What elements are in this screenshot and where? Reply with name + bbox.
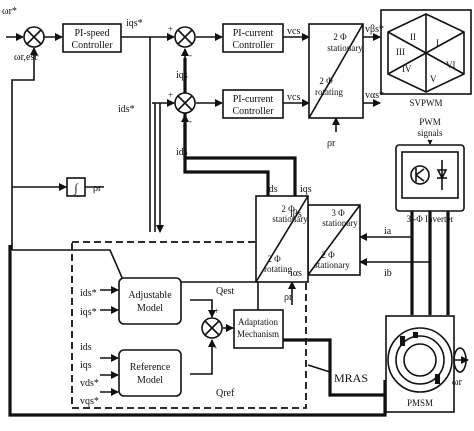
integrator-block: ∫ — [66, 177, 86, 197]
pi-current-controller-d: PI-current Controller — [222, 89, 284, 119]
signal-wires — [6, 33, 469, 417]
svpwm-block: I II III IV V VI SVPWM — [380, 9, 472, 108]
q-est-label: Qest — [216, 286, 235, 297]
mras-boundary — [71, 241, 307, 409]
svg-text:-: - — [189, 50, 192, 60]
svg-text:Mechanism: Mechanism — [237, 329, 279, 339]
svg-text:3 -Φ Inverter: 3 -Φ Inverter — [406, 214, 453, 224]
svg-text:+: + — [168, 90, 173, 100]
i-beta-label: iβs — [290, 209, 302, 220]
rho-r-fb-label: ρr — [284, 292, 293, 303]
reference-model: Reference Model — [118, 349, 182, 397]
mras-ids-ref-label: ids* — [80, 288, 97, 299]
svg-text:Adaptation: Adaptation — [238, 317, 278, 327]
sign-markers: - + - + - + - — [36, 24, 219, 352]
svg-text:stationary: stationary — [314, 260, 350, 270]
vqs-ref-label: vqs* — [80, 396, 99, 407]
svg-text:PI-speed: PI-speed — [75, 28, 110, 39]
svg-text:-: - — [189, 116, 192, 126]
svg-text:2 Φ: 2 Φ — [321, 250, 335, 260]
svg-text:V: V — [430, 74, 437, 84]
ib-label: ib — [384, 268, 392, 279]
svg-text:Adjustable: Adjustable — [128, 290, 172, 301]
three-phase-inverter: 3 -Φ Inverter — [395, 144, 465, 224]
svg-text:SVPWM: SVPWM — [409, 98, 442, 108]
omega-r-label: ωr — [452, 377, 463, 388]
svg-text:rotating: rotating — [315, 87, 343, 97]
svg-text:stationary: stationary — [272, 214, 308, 224]
svg-text:PMSM: PMSM — [407, 398, 433, 408]
svg-text:III: III — [396, 47, 405, 57]
i-alpha-label: iαs — [290, 268, 302, 279]
svg-text:PI-current: PI-current — [233, 28, 274, 39]
vcs-top-label: vcs — [287, 26, 300, 37]
svg-text:I: I — [436, 38, 439, 48]
adaptation-mechanism: Adaptation Mechanism — [233, 309, 284, 349]
mras-label: MRAS — [334, 371, 368, 385]
svg-text:∫: ∫ — [73, 181, 78, 195]
omega-est-label: ωr,est — [14, 52, 37, 63]
iqs-ref-label: iqs* — [126, 18, 143, 29]
park-transform: 2 Φ stationary 2 Φ rotating — [255, 195, 309, 283]
mras-iqs-label: iqs — [80, 360, 92, 371]
svg-text:2 Φ: 2 Φ — [333, 32, 347, 42]
vds-ref-label: vds* — [80, 378, 99, 389]
svg-text:+: + — [214, 306, 219, 316]
sum-junction-iq — [174, 26, 196, 48]
svg-text:Model: Model — [137, 303, 163, 314]
svg-text:-: - — [214, 342, 217, 352]
svg-text:2 Φ: 2 Φ — [319, 76, 333, 86]
rho-r-park-label: ρr — [327, 138, 336, 149]
svg-text:IV: IV — [402, 64, 412, 74]
svg-text:Model: Model — [137, 375, 163, 386]
ids-label: ids — [176, 147, 188, 158]
ids-fb-label: ids — [266, 184, 278, 195]
iqs-label: iqs — [176, 70, 188, 81]
svg-text:2 Φ: 2 Φ — [281, 204, 295, 214]
svg-text:rotating: rotating — [264, 264, 292, 274]
svg-text:+: + — [168, 24, 173, 34]
sum-junction-id — [174, 92, 196, 114]
pi-speed-controller: PI-speed Controller — [62, 23, 122, 53]
mras-ids-label: ids — [80, 342, 92, 353]
svg-text:signals: signals — [417, 128, 442, 138]
clarke-transform: 3 Φ stationary 2 Φ stationary — [307, 204, 361, 276]
svg-text:Controller: Controller — [232, 40, 274, 51]
svg-text:stationary: stationary — [322, 218, 358, 228]
svg-text:VI: VI — [446, 60, 456, 70]
mras-iqs-ref-label: iqs* — [80, 307, 97, 318]
svg-text:Reference: Reference — [130, 362, 171, 373]
pwm-signals-label: PWM signals — [398, 116, 458, 140]
vcs-bottom-label: vcs — [287, 92, 300, 103]
svg-text:3 Φ: 3 Φ — [331, 208, 345, 218]
rho-r-integrator-label: ρr — [93, 183, 102, 194]
sum-junction-speed — [23, 26, 45, 48]
pmsm-motor: PMSM — [385, 315, 467, 413]
iqs-fb-label: iqs — [300, 184, 312, 195]
ids-ref-label: ids* — [118, 104, 135, 115]
q-ref-label: Qref — [216, 388, 235, 399]
inverse-park-transform: 2 Φ stationary 2 Φ rotating — [308, 23, 364, 119]
svg-text:stationary: stationary — [327, 43, 363, 53]
svg-text:PWM: PWM — [419, 117, 441, 127]
svg-text:PI-current: PI-current — [233, 94, 274, 105]
vas-ref-label: vαs* — [365, 90, 384, 101]
signal-labels: ωr* ωr,est iqs* ids* iqs ids vcs vcs vβs… — [2, 6, 463, 407]
vbs-ref-label: vβs* — [365, 24, 384, 35]
svg-text:Controller: Controller — [232, 106, 274, 117]
adjustable-model: Adjustable Model — [118, 277, 182, 325]
svg-text:Controller: Controller — [71, 40, 113, 51]
svg-text:2 Φ: 2 Φ — [267, 254, 281, 264]
ia-label: ia — [384, 226, 392, 237]
pi-current-controller-q: PI-current Controller — [222, 23, 284, 53]
omega-ref-label: ωr* — [2, 6, 17, 17]
svg-text:II: II — [410, 32, 416, 42]
svg-text:-: - — [36, 50, 39, 60]
sum-junction-mras — [201, 317, 223, 339]
